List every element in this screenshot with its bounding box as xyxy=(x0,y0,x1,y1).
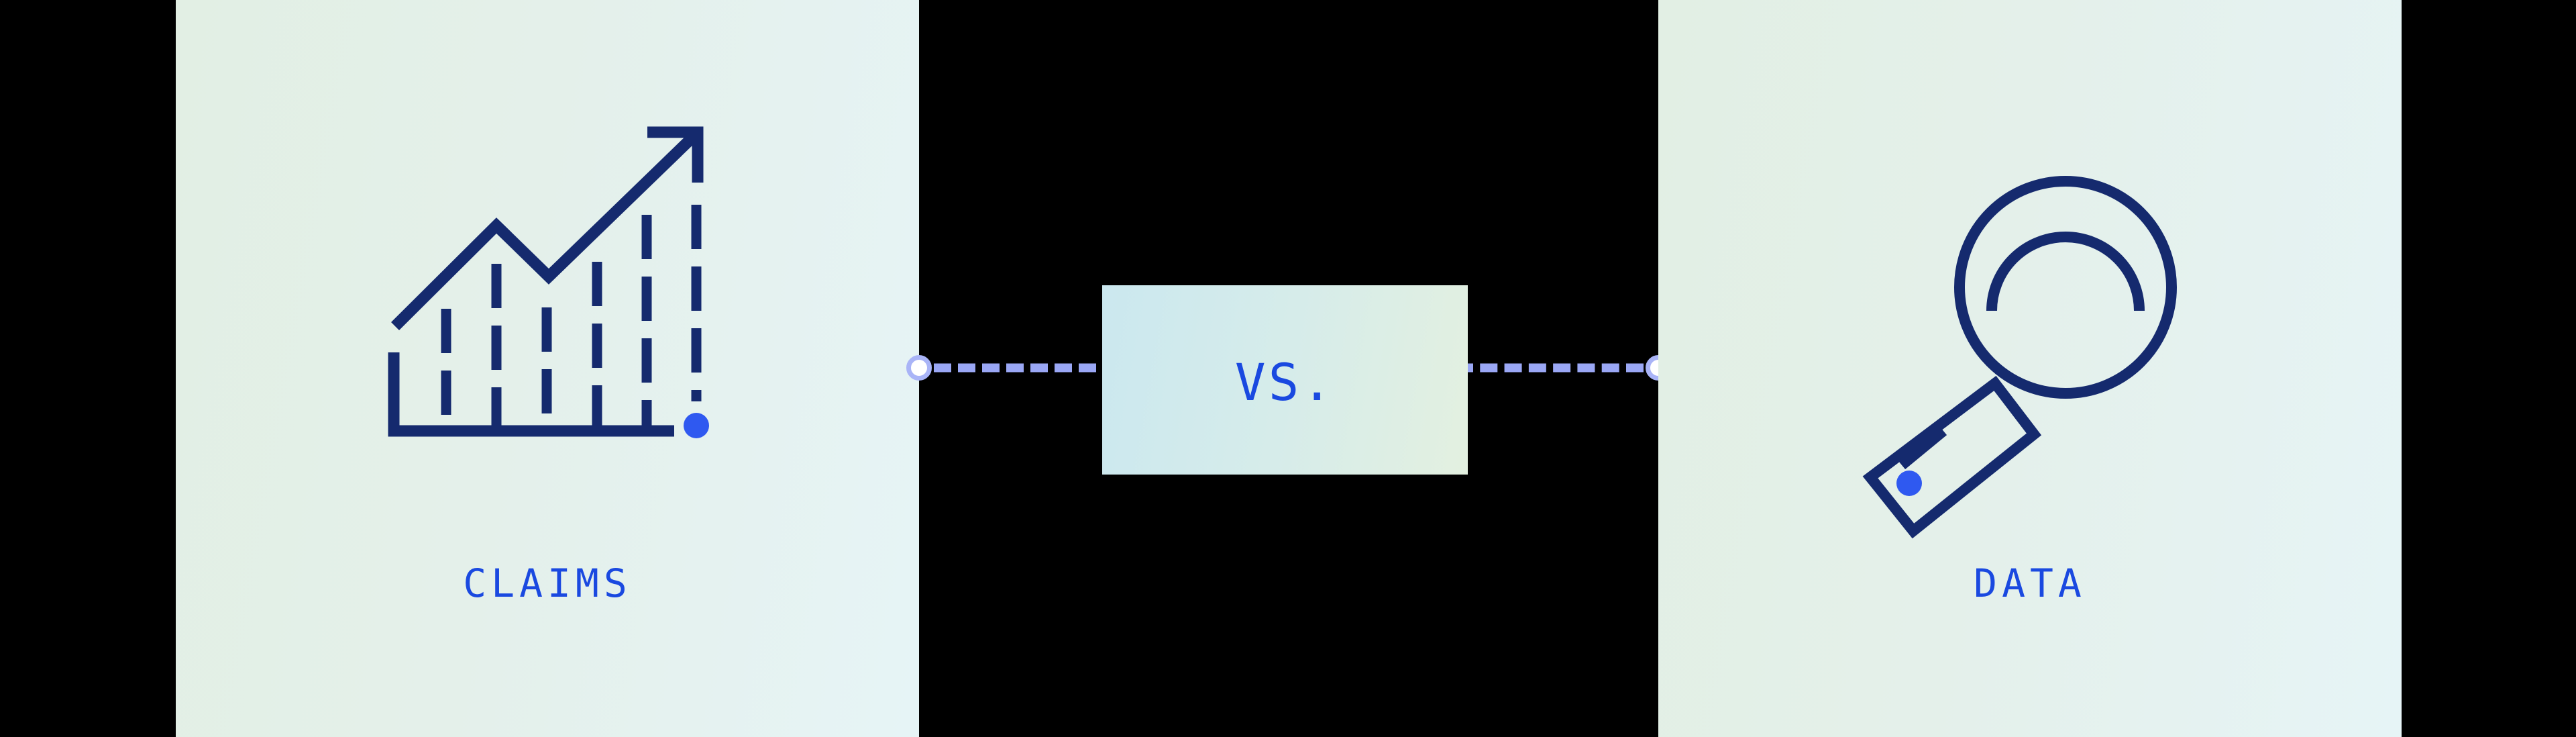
accent-dot-icon xyxy=(684,413,709,438)
vs-badge: VS. xyxy=(1102,285,1468,475)
growth-bar-chart-icon xyxy=(376,101,751,477)
panel-claims: CLAIMS xyxy=(176,0,919,737)
lens-outer-circle xyxy=(1954,176,2177,399)
panel-label-data: DATA xyxy=(1974,560,2086,606)
magnifying-glass-icon xyxy=(1851,168,2227,539)
connector-dashed-line-left xyxy=(934,363,1120,373)
vs-label: VS. xyxy=(1234,352,1336,412)
accent-dot-icon xyxy=(1896,471,1922,496)
arrow-head-icon xyxy=(647,126,704,183)
panel-label-claims: CLAIMS xyxy=(463,560,632,606)
lens-inner-arc xyxy=(1986,232,2145,311)
magnifier-handle xyxy=(1862,375,2042,539)
trend-line xyxy=(391,133,696,331)
handle-grip-line-1 xyxy=(1898,426,1947,470)
connector: VS. xyxy=(906,0,1671,737)
panel-data: DATA xyxy=(1658,0,2402,737)
connector-dashed-line-right xyxy=(1456,363,1644,373)
